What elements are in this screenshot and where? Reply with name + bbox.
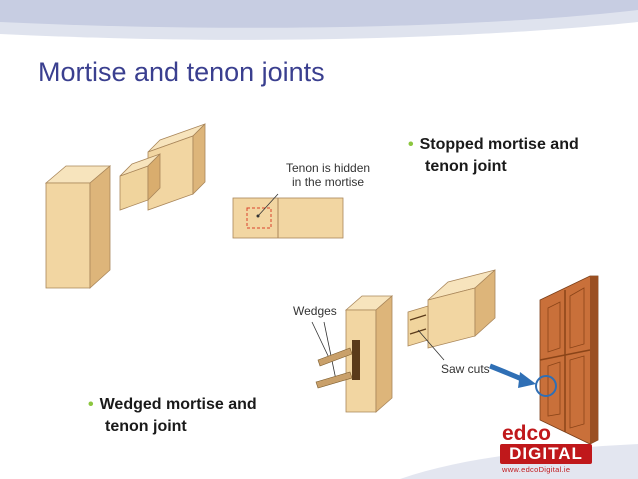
wedged-tenon-rail	[407, 269, 496, 361]
logo-url: www.edcoDigital.ie	[502, 465, 571, 474]
bullet-line-1: Wedged mortise and	[99, 396, 257, 413]
label-saw-cuts: Saw cuts	[441, 362, 490, 376]
bullet-stopped-mortise: • Stopped mortise and tenon joint	[408, 134, 633, 178]
bullet-line-1: Stopped mortise and	[419, 136, 579, 153]
door	[535, 275, 599, 445]
bullet-line-2: tenon joint	[105, 418, 187, 435]
stopped-tenon-rail	[119, 123, 206, 211]
bullet-dot-icon: •	[408, 136, 414, 153]
wedged-mortise-post	[344, 295, 394, 413]
bullet-wedged-mortise: • Wedged mortise and tenon joint	[88, 394, 308, 438]
slide-title: Mortise and tenon joints	[38, 57, 325, 87]
label-tenon-hidden-line-2: in the mortise	[292, 175, 365, 189]
label-wedges: Wedges	[293, 304, 337, 318]
arrow-right-icon	[489, 363, 536, 388]
label-tenon-hidden: Tenon is hidden in the mortise	[286, 161, 370, 189]
logo-edco-text: edco	[502, 422, 552, 445]
stopped-mortise-post	[44, 165, 112, 289]
logo-digital-box: DIGITAL	[500, 444, 592, 464]
bullet-line-2: tenon joint	[425, 158, 507, 175]
top-band-mid	[0, 0, 638, 28]
hidden-tenon-diagram	[232, 193, 344, 239]
bullet-dot-icon: •	[88, 396, 94, 413]
edco-digital-logo: edco DIGITAL www.edcoDigital.ie	[498, 422, 598, 474]
label-tenon-hidden-line-1: Tenon is hidden	[286, 161, 371, 175]
wedges	[311, 321, 353, 389]
